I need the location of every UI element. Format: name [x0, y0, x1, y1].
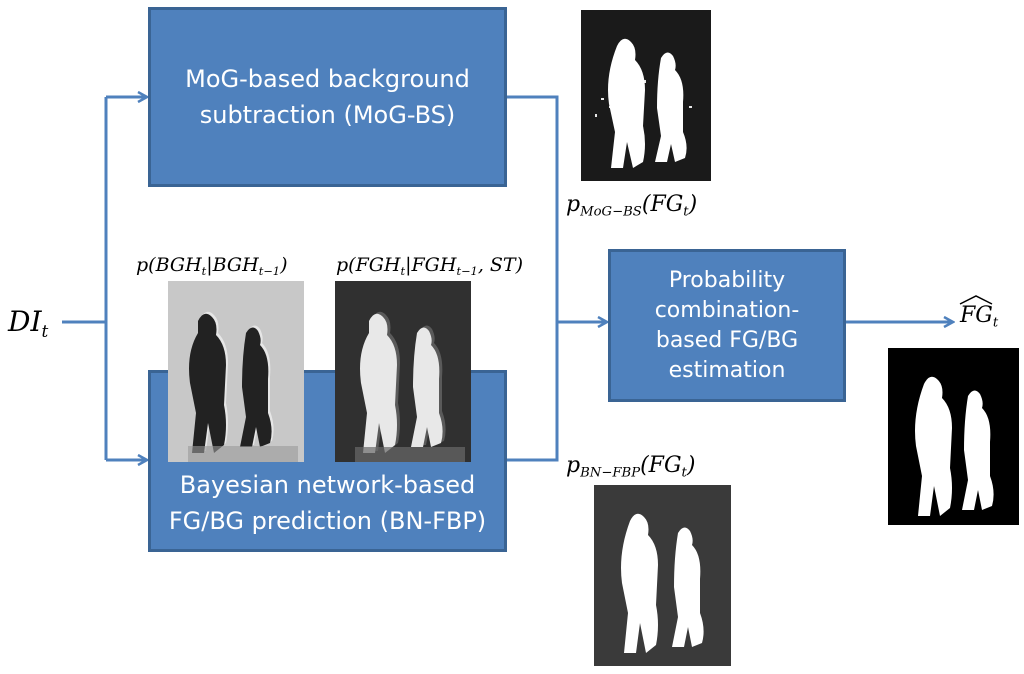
p-bn-mid: (FG [640, 453, 682, 478]
p-mog-base: p [566, 192, 581, 217]
prob-comb-line-4: estimation [668, 357, 786, 383]
input-label: DIt [8, 305, 48, 341]
p-bgh-post: ) [280, 254, 288, 276]
p-bn-sub: BN−FBP [580, 465, 641, 481]
bn-fbp-line-1: Bayesian network-based [179, 471, 476, 499]
p-bn-label: pBN−FBP(FGt) [566, 453, 695, 481]
prob-comb-line-2: combination- [654, 297, 800, 323]
p-mog-mid: (FG [641, 192, 684, 217]
output-label-sub: t [992, 315, 999, 331]
p-bgh-mid: |BGH [206, 254, 259, 276]
p-bn-post: ) [686, 453, 696, 478]
p-fgh-mid: |FGH [405, 254, 457, 276]
silhouette-mask-output [888, 348, 1019, 525]
p-bn-base: p [566, 453, 581, 478]
p-fgh-sub2: t−1 [456, 263, 478, 278]
merge-line-bn [507, 322, 559, 462]
p-fgh-label: p(FGHt|FGHt−1, ST) [336, 254, 523, 278]
silhouette-mask-mog [581, 10, 711, 181]
mog-bs-line-1: MoG-based background [185, 65, 470, 93]
silhouette-mask-fgh [335, 281, 471, 462]
bn-fbp-line-2: FG/BG prediction (BN-FBP) [168, 507, 487, 535]
mog-bs-box: MoG-based background subtraction (MoG-BS… [148, 7, 507, 187]
p-bn-sub2: t [681, 465, 687, 481]
silhouette-mask-bn [594, 485, 731, 666]
p-mog-post: ) [688, 192, 698, 217]
output-label-base: FG [960, 303, 993, 328]
p-bgh-sub2: t−1 [258, 263, 281, 278]
mog-bs-line-2: subtraction (MoG-BS) [199, 101, 456, 129]
p-fgh-post: , ST) [477, 254, 523, 276]
prob-comb-box: Probability combination- based FG/BG est… [608, 249, 846, 402]
p-fgh-sub1: t [400, 263, 406, 278]
prob-comb-line-1: Probability [668, 267, 786, 293]
input-label-base: DI [8, 305, 42, 338]
p-mog-label: pMoG−BS(FGt) [566, 192, 697, 220]
p-bgh-pre: p(BGH [136, 254, 202, 276]
p-mog-sub: MoG−BS [580, 204, 642, 220]
output-label: FGt [959, 295, 999, 331]
p-bgh-label: p(BGHt|BGHt−1) [136, 254, 287, 278]
p-mog-sub2: t [683, 204, 689, 220]
p-bgh-sub1: t [201, 263, 207, 278]
hat-accent [959, 295, 993, 305]
input-label-sub: t [41, 320, 49, 341]
p-fgh-pre: p(FGH [336, 254, 401, 276]
silhouette-mask-bgh [168, 281, 304, 462]
prob-comb-line-3: based FG/BG [655, 327, 799, 353]
merge-line-mog [507, 95, 559, 322]
